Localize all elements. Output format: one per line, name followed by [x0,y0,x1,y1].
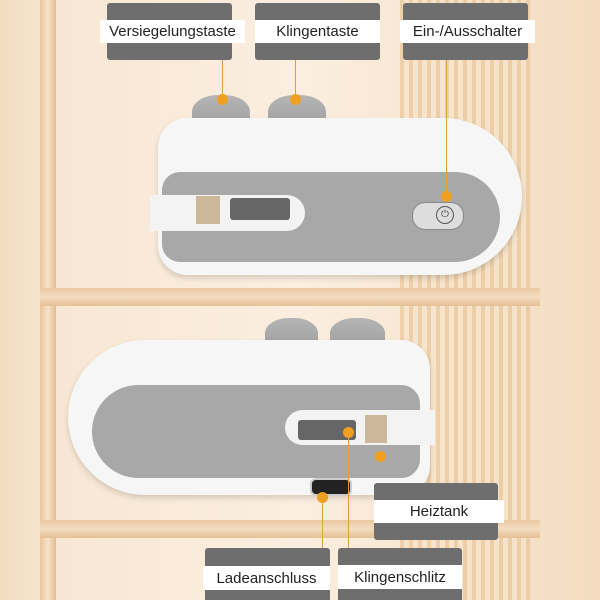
callout-dot [343,427,354,438]
callout-line [322,497,323,548]
blade-track [298,420,356,440]
power-icon: ⏻ [436,206,454,224]
callout-line [446,60,447,196]
callout-dot [441,191,452,202]
callout-dot [375,451,386,462]
label-text: Klingenschlitz [338,565,462,589]
label-text: Heiztank [374,500,504,523]
callout-dot [317,492,328,503]
callout-line [348,432,349,548]
label-text: Versiegelungstaste [100,20,245,43]
label-text: Ein-/Ausschalter [400,20,535,43]
shelf [40,288,540,306]
callout-dot [217,94,228,105]
usb-c-port [310,478,352,496]
heating-element [196,196,220,224]
callout-dot [290,94,301,105]
callout-line [295,60,296,99]
blade-track [230,198,290,220]
label-text: Ladeanschluss [203,566,330,590]
heating-element [365,415,387,443]
callout-line [222,60,223,99]
label-text: Klingentaste [255,20,380,43]
